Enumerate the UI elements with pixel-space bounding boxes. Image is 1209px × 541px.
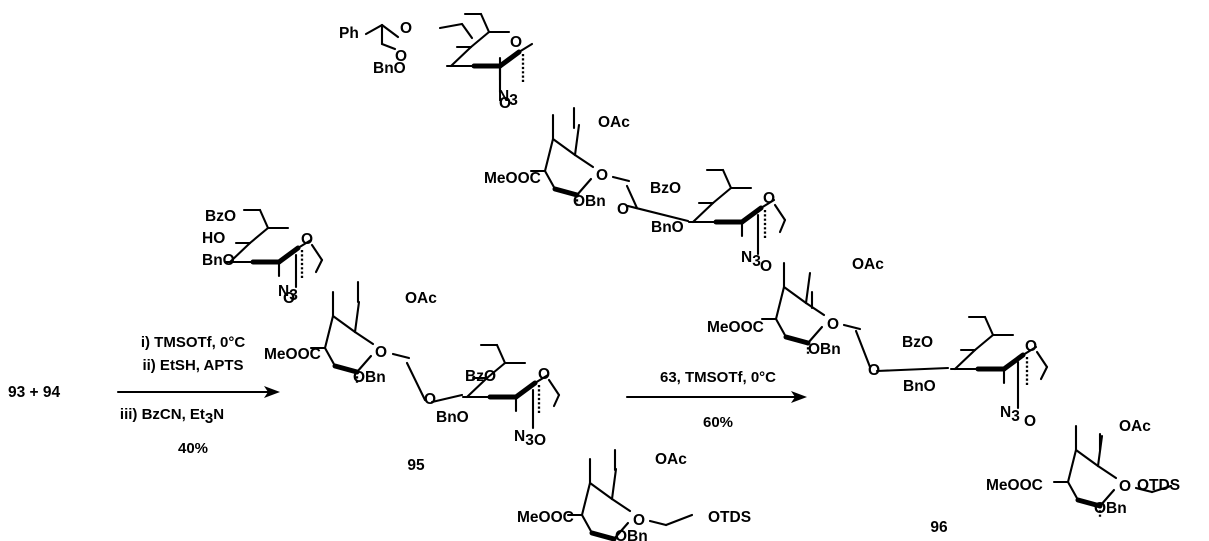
compound-95-residue-b: OAc MeOOC O OBn O bbox=[264, 280, 437, 408]
atom-glyco-o: O bbox=[534, 432, 546, 449]
step1-condition-1: i) TMSOTf, 0°C bbox=[141, 334, 245, 351]
atom-glyco-o: O bbox=[617, 201, 629, 218]
atom-obn: OBn bbox=[353, 369, 386, 386]
starting-materials-label: 93 + 94 bbox=[8, 384, 61, 401]
atom-glyco-o: O bbox=[499, 95, 511, 112]
atom-oac: OAc bbox=[655, 451, 687, 468]
step1-condition-3-main: iii) BzCN, Et bbox=[120, 406, 205, 423]
atom-bzo: BzO bbox=[650, 180, 681, 197]
compound-96-residue-j: OAc MeOOC O OBn OTDS bbox=[986, 418, 1180, 518]
atom-n3: N3 bbox=[514, 428, 534, 449]
atom-meooc: MeOOC bbox=[484, 170, 541, 187]
atom-otds: OTDS bbox=[708, 509, 751, 526]
step2-conditions: 63, TMSOTf, 0°C bbox=[660, 369, 776, 386]
atom-bno: BnO bbox=[436, 409, 469, 426]
atom-n3: N3 bbox=[741, 249, 761, 270]
atom-meooc: MeOOC bbox=[264, 346, 321, 363]
atom-ring-o: O bbox=[1025, 338, 1037, 355]
compound-95-residue-c: O BzO BnO N3 O bbox=[430, 345, 561, 449]
step1-condition-2: ii) EtSH, APTS bbox=[142, 357, 243, 374]
atom-acetal-o2: O bbox=[395, 48, 407, 65]
atom-bzo: BzO bbox=[465, 368, 496, 385]
step1-condition-3-tail: N bbox=[213, 406, 224, 423]
compound-label-95: 95 bbox=[407, 457, 425, 474]
atom-glyco-o: O bbox=[760, 258, 772, 275]
atom-glyco-o: O bbox=[283, 290, 295, 307]
atom-glyco-o: O bbox=[868, 362, 880, 379]
atom-oac: OAc bbox=[1119, 418, 1151, 435]
atom-ring-o: O bbox=[538, 366, 550, 383]
atom-bno: BnO bbox=[373, 60, 406, 77]
compound-96: Ph O O O BnO N3 O OAc MeOOC O OBn O O bbox=[339, 14, 1180, 518]
atom-bzo: BzO bbox=[902, 334, 933, 351]
compound-95-residue-d: OAc MeOOC O OBn OTDS bbox=[517, 448, 751, 541]
atom-oac: OAc bbox=[405, 290, 437, 307]
atom-bno: BnO bbox=[903, 378, 936, 395]
atom-obn: OBn bbox=[808, 341, 841, 358]
atom-ring-o: O bbox=[596, 167, 608, 184]
atom-ring-o: O bbox=[827, 316, 839, 333]
atom-bno: BnO bbox=[202, 252, 235, 269]
atom-ring-o: O bbox=[301, 231, 313, 248]
compound-96-residue-f: OAc MeOOC O OBn O bbox=[484, 106, 639, 218]
step1-condition-3-subscript: 3 bbox=[205, 410, 213, 427]
atom-ring-o: O bbox=[510, 34, 522, 51]
atom-meooc: MeOOC bbox=[986, 477, 1043, 494]
compound-96-residue-h: OAc MeOOC O OBn O bbox=[707, 256, 884, 379]
atom-meooc: MeOOC bbox=[517, 509, 574, 526]
reaction-arrow-1 bbox=[116, 386, 280, 398]
atom-acetal-o: O bbox=[400, 20, 412, 37]
atom-oac: OAc bbox=[852, 256, 884, 273]
atom-otds: OTDS bbox=[1137, 477, 1180, 494]
atom-n3: N3 bbox=[1000, 404, 1020, 425]
atom-ring-o: O bbox=[1119, 478, 1131, 495]
step2-yield: 60% bbox=[703, 414, 733, 431]
atom-meooc: MeOOC bbox=[707, 319, 764, 336]
atom-obn: OBn bbox=[1094, 500, 1127, 517]
compound-96-residue-i: O BzO BnO N3 O bbox=[875, 317, 1049, 430]
atom-ring-o: O bbox=[763, 190, 775, 207]
atom-obn: OBn bbox=[615, 528, 648, 541]
atom-bno: BnO bbox=[651, 219, 684, 236]
compound-95: O BzO HO BnO N3 O OAc MeOOC O OBn O O Bz… bbox=[202, 208, 751, 541]
step1-yield: 40% bbox=[178, 440, 208, 457]
atom-ph: Ph bbox=[339, 25, 359, 42]
atom-ring-o: O bbox=[375, 344, 387, 361]
atom-n3: N3 bbox=[278, 283, 298, 304]
atom-obn: OBn bbox=[573, 193, 606, 210]
atom-bzo: BzO bbox=[205, 208, 236, 225]
atom-ring-o: O bbox=[633, 512, 645, 529]
atom-oac: OAc bbox=[598, 114, 630, 131]
atom-n3: N3 bbox=[498, 88, 518, 109]
compound-label-96: 96 bbox=[930, 519, 948, 536]
step1-condition-3: iii) BzCN, Et3N bbox=[120, 406, 224, 427]
atom-ho: HO bbox=[202, 230, 225, 247]
atom-glyco-o: O bbox=[424, 391, 436, 408]
reaction-arrow-2 bbox=[625, 391, 807, 403]
atom-glyco-o: O bbox=[1024, 413, 1036, 430]
compound-96-residue-g: O BzO BnO N3 O bbox=[626, 170, 787, 275]
compound-96-residue-e: Ph O O O BnO N3 O bbox=[339, 14, 532, 112]
compound-95-residue-a: O BzO HO BnO N3 O bbox=[202, 208, 324, 307]
